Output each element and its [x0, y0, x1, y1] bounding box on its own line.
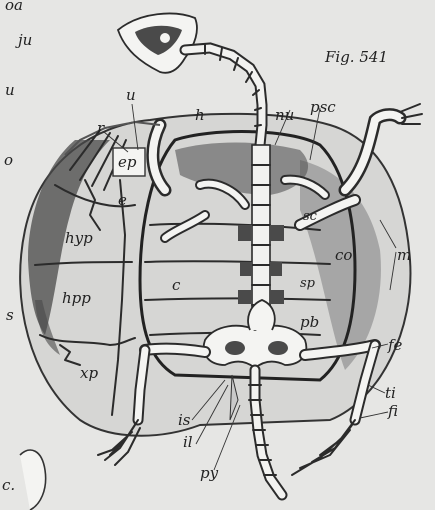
label-il: il — [183, 433, 193, 451]
margin-text-c: c. — [2, 476, 15, 494]
sternal-block-2 — [270, 225, 284, 241]
label-is: is — [178, 411, 191, 429]
label-pb: pb — [300, 313, 319, 331]
label-py: py — [200, 464, 219, 482]
label-m: m — [397, 246, 411, 264]
fig-label: Fig. 541 — [324, 48, 388, 66]
label-sp: sp — [300, 276, 316, 291]
pelvis-foramen-right — [268, 341, 288, 355]
label-c: c — [172, 276, 181, 294]
margin-text-top: oa — [5, 0, 23, 14]
label-fi: fi — [387, 402, 398, 420]
label-e: e — [118, 191, 127, 209]
left-femur-fill — [145, 349, 205, 352]
margin-text-s: s — [6, 306, 14, 324]
label-co: co — [335, 246, 352, 264]
margin-text-o: o — [4, 151, 13, 169]
label-u: u — [126, 86, 136, 104]
label-psc: psc — [310, 98, 336, 116]
label-hpp: hpp — [62, 289, 91, 307]
label-r: r — [97, 119, 105, 137]
label-hyp: hyp — [65, 229, 93, 247]
sternal-block-4 — [270, 262, 282, 276]
label-xp: xp — [80, 364, 98, 382]
sternal-block-6 — [270, 290, 284, 304]
label-h: h — [195, 106, 205, 124]
margin-text-u: u — [5, 81, 15, 99]
skull-eye-highlight — [160, 33, 170, 43]
margin-text-ju: ju — [15, 31, 32, 49]
label-fe: fe — [387, 336, 403, 354]
pelvis-foramen-left — [225, 341, 245, 355]
label-ti: ti — [385, 384, 396, 402]
pelvis-outline — [204, 326, 307, 368]
shell — [20, 114, 410, 436]
label-sc: sc — [303, 209, 318, 224]
sternal-block-3 — [240, 262, 252, 276]
sternal-block-5 — [238, 290, 252, 304]
sternal-block-1 — [238, 225, 252, 241]
label-nu: nu — [275, 106, 294, 124]
label-ep: ep — [118, 153, 137, 171]
